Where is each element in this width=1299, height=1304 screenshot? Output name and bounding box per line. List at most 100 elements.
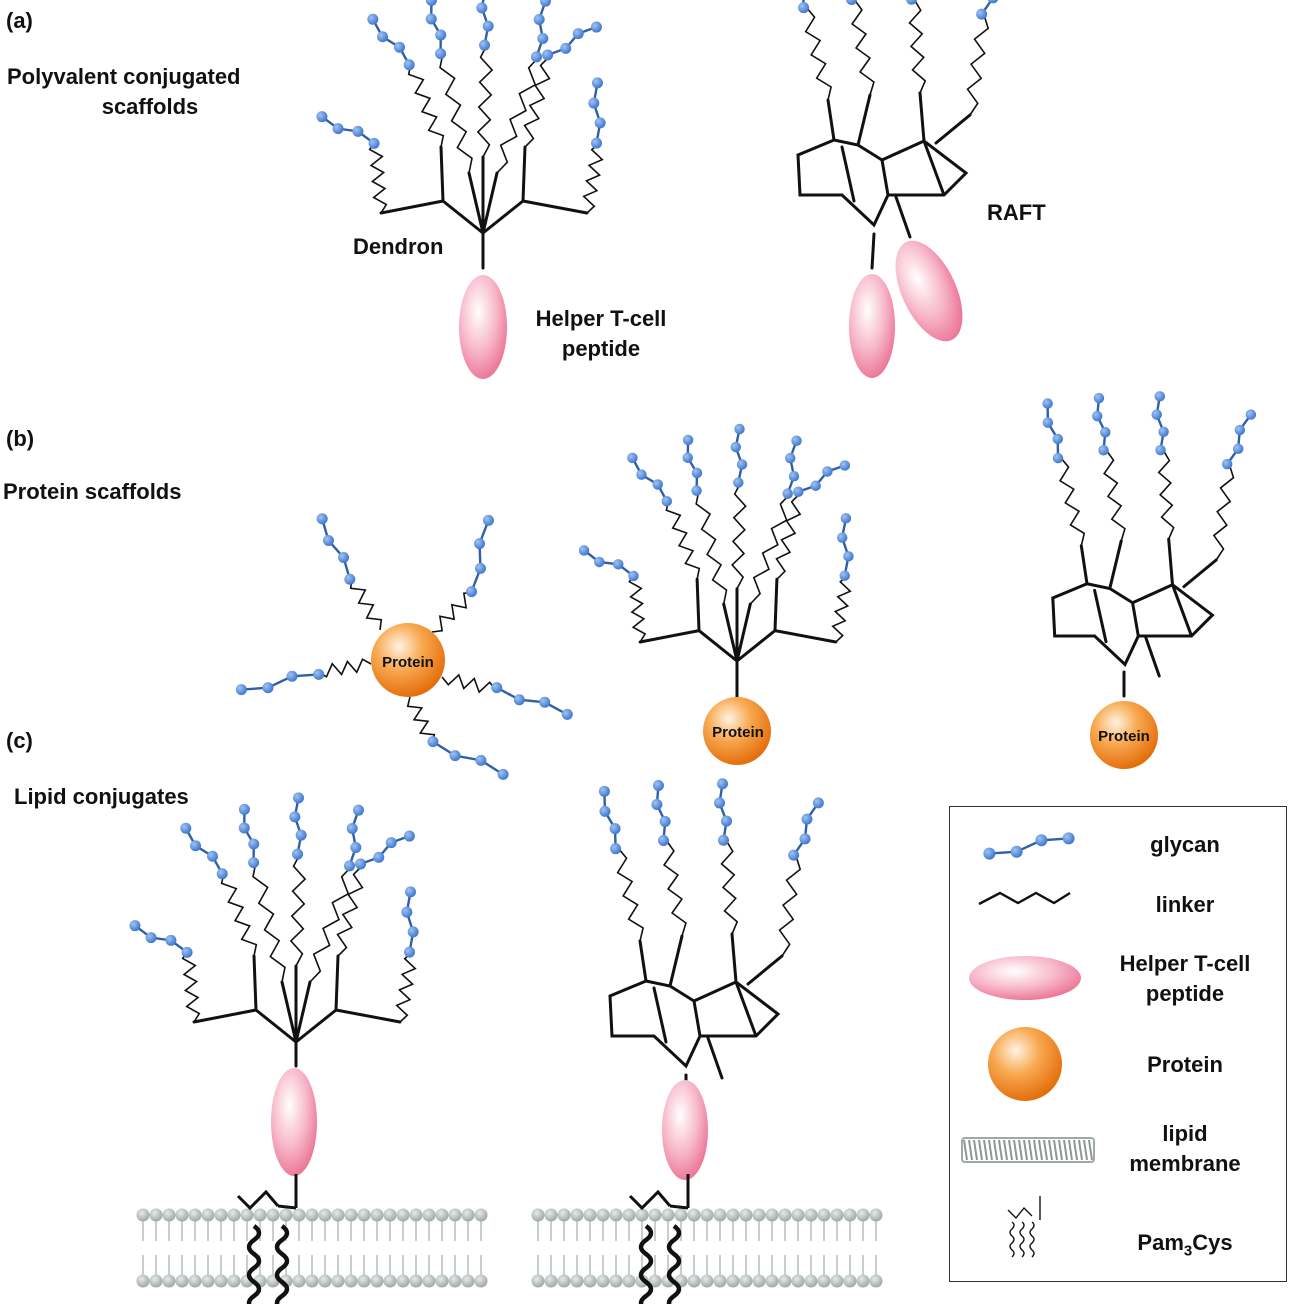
raft-c-ring bbox=[608, 979, 702, 1069]
glycan-bead bbox=[404, 886, 416, 898]
glycan-chain bbox=[466, 514, 494, 598]
glycan-bead bbox=[235, 684, 247, 696]
membrane-stripe bbox=[1088, 1139, 1093, 1161]
panel-a-title-line1: Polyvalent conjugated bbox=[7, 64, 241, 89]
membrane-stripe bbox=[1033, 1139, 1038, 1161]
glycan-bead bbox=[560, 42, 572, 54]
lipid-head bbox=[461, 1208, 475, 1222]
linker-zigzag bbox=[368, 140, 388, 214]
glycan-bead bbox=[1234, 424, 1246, 436]
glycan-bead bbox=[295, 829, 307, 841]
glycan-backbone bbox=[980, 0, 993, 15]
glycan-chain bbox=[235, 668, 325, 696]
lipid-head bbox=[318, 1274, 332, 1288]
glycan-backbone bbox=[1226, 413, 1252, 465]
lipid-head bbox=[700, 1208, 714, 1222]
protein-label-b1: Protein bbox=[382, 654, 434, 671]
lipid-head bbox=[214, 1208, 228, 1222]
glycan-bead bbox=[591, 137, 603, 149]
lipid-head bbox=[409, 1208, 423, 1222]
helper-peptide-a-raft-1 bbox=[849, 274, 895, 378]
legend-peptide-icon bbox=[969, 956, 1081, 1000]
dendron-b-bond bbox=[638, 629, 701, 644]
glycan-bead bbox=[373, 851, 385, 863]
glycan-bead bbox=[425, 0, 437, 6]
linker-zigzag bbox=[395, 951, 417, 1023]
glycan-bead bbox=[1052, 433, 1063, 445]
lipid-head bbox=[869, 1274, 883, 1288]
linker-zigzag bbox=[441, 673, 497, 694]
glycan-bead bbox=[513, 694, 525, 706]
lipid-head bbox=[461, 1274, 475, 1288]
legend-lipid-line2: membrane bbox=[1129, 1151, 1241, 1176]
glycan-bead bbox=[716, 778, 728, 790]
glycan-chain bbox=[651, 780, 671, 846]
glycan-bead bbox=[1100, 427, 1111, 438]
lipid-head bbox=[583, 1208, 597, 1222]
linker-zigzag bbox=[850, 0, 875, 96]
raft-a-ring bbox=[881, 139, 969, 197]
raft-c-bond bbox=[730, 932, 738, 984]
lipid-head bbox=[609, 1274, 623, 1288]
glycan-bead bbox=[987, 0, 999, 4]
glycan-bead bbox=[539, 696, 551, 708]
legend-protein-label: Protein bbox=[1147, 1052, 1223, 1077]
glycan-bead bbox=[782, 488, 793, 499]
glycan-bead bbox=[377, 31, 389, 43]
glycan-backbone bbox=[583, 549, 635, 577]
shape-text-layer: Protein Protein Protein bbox=[382, 654, 1150, 745]
membrane-stripe bbox=[988, 1139, 993, 1161]
lipid-head bbox=[531, 1208, 545, 1222]
linker-zigzag bbox=[431, 591, 475, 633]
glycan-bead bbox=[628, 570, 639, 582]
glycan-bead bbox=[613, 559, 624, 570]
pam-suffix: Cys bbox=[1192, 1230, 1233, 1255]
glycan-chain bbox=[793, 460, 851, 497]
dendron-a-bond bbox=[467, 171, 485, 235]
glycan-chain bbox=[1042, 398, 1064, 464]
glycan-bead bbox=[594, 117, 606, 129]
glycan-bead bbox=[1098, 445, 1109, 456]
glycan-bead bbox=[344, 860, 356, 872]
glycan-chain bbox=[682, 434, 703, 496]
glycan-bead bbox=[1010, 845, 1023, 858]
glycan-bead bbox=[1221, 458, 1233, 470]
glycan-chain bbox=[627, 452, 673, 507]
glycan-backbone bbox=[134, 924, 188, 954]
lipid-head bbox=[162, 1208, 176, 1222]
glycan-bead bbox=[449, 750, 461, 762]
panel-c-title: Lipid conjugates bbox=[14, 784, 189, 809]
membrane-stripe bbox=[1043, 1139, 1048, 1161]
lipid-head bbox=[383, 1208, 397, 1222]
glycan-chain bbox=[531, 0, 551, 63]
glycan-bead bbox=[393, 41, 405, 53]
lipid-head bbox=[149, 1208, 163, 1222]
glycan-bead bbox=[531, 51, 543, 63]
glycan-bead bbox=[404, 946, 416, 958]
glycan-bead bbox=[799, 833, 811, 845]
glycan-bead bbox=[843, 551, 854, 562]
glycan-chain bbox=[1091, 392, 1111, 456]
lipid-head bbox=[422, 1274, 436, 1288]
glycan-bead bbox=[1151, 409, 1162, 420]
glycan-bead bbox=[316, 111, 328, 123]
glycan-bead bbox=[286, 670, 298, 682]
linker-zigzag bbox=[476, 44, 494, 158]
glycan-bead bbox=[788, 849, 800, 861]
linker-zigzag bbox=[582, 142, 604, 214]
glycan-chain bbox=[129, 920, 193, 958]
glycan-backbone bbox=[321, 518, 351, 580]
membrane-stripe bbox=[1008, 1139, 1013, 1161]
glycan-bead bbox=[659, 816, 671, 828]
glycan-backbone bbox=[655, 785, 667, 841]
lipid-head bbox=[305, 1274, 319, 1288]
raft-b-ring bbox=[1171, 584, 1193, 637]
panel-c-letter: (c) bbox=[6, 728, 33, 753]
glycan-bead bbox=[594, 556, 605, 568]
pam-linker bbox=[236, 1189, 280, 1211]
glycan-chain bbox=[476, 0, 494, 51]
dendron-c-bond bbox=[280, 980, 298, 1044]
linker-zigzag bbox=[616, 847, 645, 942]
raft-a-stem bbox=[870, 232, 876, 270]
